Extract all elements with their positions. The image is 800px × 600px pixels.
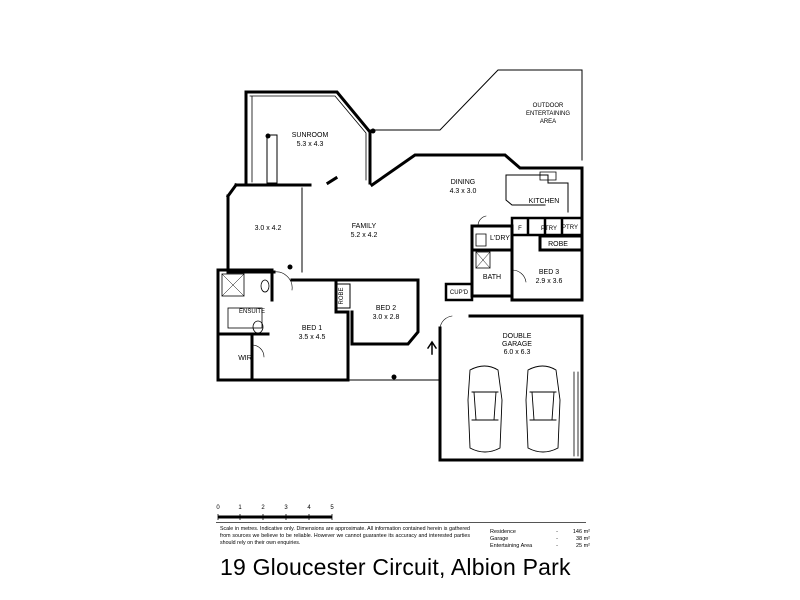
dining-dim: 4.3 x 3.0	[450, 188, 477, 195]
dining-walls	[369, 153, 584, 216]
cupd-label: CUP'D	[450, 290, 469, 296]
sunroom-walls	[234, 90, 372, 187]
sunroom-label: SUNROOM	[292, 132, 329, 139]
ensuite-walls	[216, 268, 274, 382]
area-label: Residence	[490, 529, 516, 535]
sunroom-walls-thin	[249, 95, 367, 183]
area-label: Entertaining Area	[490, 543, 533, 549]
room-labels: OUTDOOR ENTERTAINING AREA SUNROOM 5.3 x …	[238, 103, 578, 362]
ensuite-shower-diag	[221, 273, 245, 297]
kitchen-bench	[505, 174, 569, 213]
room-3x4-walls	[225, 182, 276, 274]
pantry-a-label: PTRY	[541, 226, 557, 232]
scale-tick-5: 5	[330, 505, 334, 511]
kitchen-label: KITCHEN	[529, 198, 560, 205]
car-right-icon	[525, 365, 561, 453]
scale-tick-0: 0	[216, 505, 220, 511]
area-summary: Residence - 146 m² Garage - 38 m² Entert…	[490, 529, 590, 550]
laundry-tub	[475, 233, 487, 247]
disclaimer-text: Scale in metres. Indicative only. Dimens…	[220, 526, 470, 546]
sunroom-seat	[266, 134, 278, 184]
area-row-residence: Residence - 146 m²	[490, 529, 590, 535]
sunroom-dim: 5.3 x 4.3	[297, 141, 324, 148]
bath-shower	[475, 251, 491, 269]
door-swings	[251, 215, 527, 358]
entry-arrow-icon	[426, 340, 438, 355]
kitchen-sink	[539, 171, 557, 181]
scale-tick-4: 4	[307, 505, 311, 511]
bath-label: BATH	[483, 274, 501, 281]
garage-walls	[438, 314, 584, 462]
garage-door	[573, 371, 579, 457]
garage-dim: 6.0 x 6.3	[504, 349, 531, 356]
ensuite-label: ENSUITE	[239, 309, 265, 315]
bed1-dim: 3.5 x 4.5	[299, 334, 326, 341]
area-label: Garage	[490, 536, 509, 542]
family-label: FAMILY	[352, 223, 377, 230]
area-label: AREA	[540, 119, 556, 125]
dining-label: DINING	[451, 179, 476, 186]
area-value: 25 m²	[575, 543, 590, 549]
ensuite-basin	[252, 320, 264, 334]
area-row-entertaining: Entertaining Area - 25 m²	[490, 543, 590, 549]
scale-tick-3: 3	[284, 505, 288, 511]
area-value: 38 m²	[575, 536, 590, 542]
laundry-label: L'DRY	[490, 235, 510, 242]
ensuite-toilet	[260, 279, 270, 293]
bed2-walls	[334, 278, 420, 346]
fridge-label: F	[518, 226, 522, 232]
area-value: 146 m²	[572, 529, 590, 535]
footer-divider	[216, 522, 586, 523]
wir-label: WIR	[238, 355, 252, 362]
bed3-dim: 2.9 x 3.6	[536, 278, 563, 285]
bed3-robe-label: ROBE	[548, 241, 568, 248]
bath-shower-diag	[475, 251, 491, 269]
outdoor-label: OUTDOOR	[533, 103, 564, 109]
bed3-label: BED 3	[539, 269, 559, 276]
room-dim-label: 3.0 x 4.2	[255, 225, 282, 232]
bed2-label: BED 2	[376, 305, 396, 312]
area-row-garage: Garage - 38 m²	[490, 536, 590, 542]
garage-label-2: GARAGE	[502, 341, 532, 348]
bed3-walls	[510, 212, 584, 302]
entertaining-label: ENTERTAINING	[526, 111, 570, 117]
scale-bar: 0 1 2 3 4 5	[216, 505, 334, 520]
ensuite-shower	[221, 273, 245, 297]
bed2-robe-label: ROBE	[339, 287, 345, 304]
property-address: 19 Gloucester Circuit, Albion Park	[220, 554, 571, 580]
ensuite-vanity	[227, 307, 263, 329]
outdoor-area-outline	[369, 69, 583, 161]
family-dim: 5.2 x 4.2	[351, 232, 378, 239]
bed2-dim: 3.0 x 2.8	[373, 314, 400, 321]
bed2-robe	[335, 283, 351, 309]
bed1-label: BED 1	[302, 325, 322, 332]
garage-label: DOUBLE	[503, 333, 532, 340]
pantry-b-label: PTRY	[562, 225, 578, 231]
scale-tick-2: 2	[261, 505, 265, 511]
cupd-walls	[444, 282, 474, 302]
scale-tick-1: 1	[238, 505, 242, 511]
car-left-icon	[467, 365, 503, 453]
